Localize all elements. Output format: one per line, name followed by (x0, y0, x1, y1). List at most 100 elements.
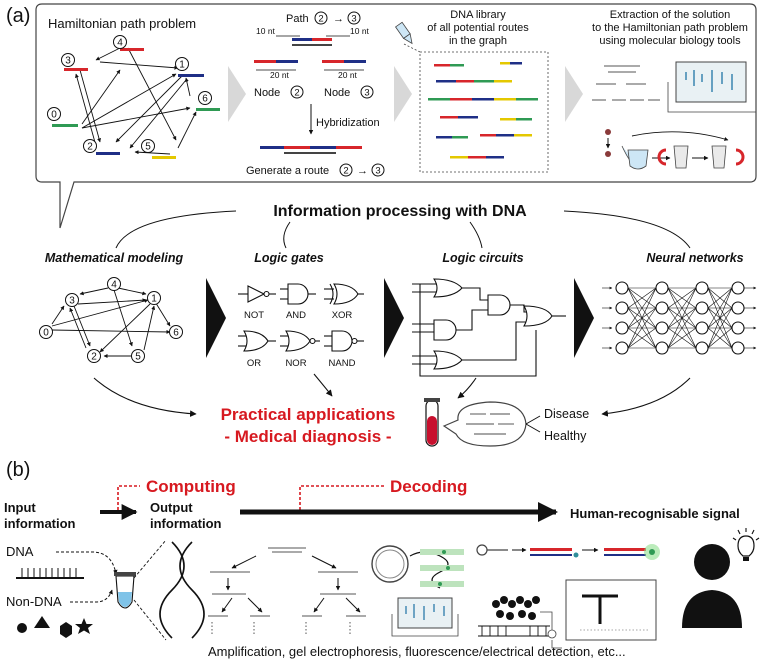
bottom-caption: Amplification, gel electrophoresis, fluo… (208, 644, 626, 659)
svg-text:3: 3 (364, 88, 369, 99)
step-chevron-2 (394, 66, 412, 122)
neural-network (602, 281, 757, 355)
input-info-line2: information (4, 516, 76, 531)
svg-text:1: 1 (151, 294, 157, 305)
hamiltonian-title: Hamiltonian path problem (48, 16, 196, 31)
gel-box-icon (391, 597, 459, 637)
category-neural-networks: Neural networks (646, 251, 743, 265)
svg-text:6: 6 (173, 328, 179, 339)
nn-connection (707, 287, 733, 349)
svg-text:XOR: XOR (332, 310, 353, 321)
hamiltonian-graph (75, 47, 197, 155)
branch-line-circuits (469, 221, 483, 249)
nn-neuron (731, 341, 745, 355)
zoom-lines (133, 539, 167, 641)
nn-neuron (695, 281, 709, 295)
computing-connector (117, 485, 140, 510)
arrow-model-to-apps (93, 377, 197, 417)
svg-text:Path: Path (286, 13, 309, 25)
graph-node-labels: 0 3 4 1 6 5 2 (47, 35, 212, 153)
svg-text:3: 3 (375, 166, 380, 177)
svg-text:DNA library: DNA library (450, 9, 506, 21)
svg-text:2: 2 (294, 88, 299, 99)
decoding-label: Decoding (390, 477, 467, 496)
output-info-line1: Output (150, 500, 193, 515)
svg-text:3: 3 (69, 296, 75, 307)
svg-text:Node: Node (324, 87, 350, 99)
step-chevron-1 (228, 66, 246, 122)
outcome-disease: Disease (544, 407, 589, 421)
svg-text:2: 2 (343, 166, 348, 177)
nn-connection (627, 327, 657, 349)
svg-text:NOT: NOT (244, 310, 264, 321)
nn-neuron (695, 301, 709, 315)
nn-neuron (615, 321, 629, 335)
svg-text:20 nt: 20 nt (338, 70, 358, 80)
nn-neuron (731, 301, 745, 315)
panel-a-label: (a) (6, 5, 30, 27)
svg-text:Generate a route: Generate a route (246, 165, 329, 177)
step-chevron-3 (565, 66, 583, 122)
nn-neuron (615, 301, 629, 315)
output-info-line2: information (150, 516, 222, 531)
svg-text:5: 5 (135, 352, 141, 363)
svg-text:in the graph: in the graph (449, 35, 507, 47)
input-info-line1: Input (4, 500, 36, 515)
nn-neuron (655, 341, 669, 355)
nanopore-detection-icon (478, 579, 657, 649)
svg-text:NAND: NAND (329, 358, 356, 369)
svg-text:to the Hamiltonian path proble: to the Hamiltonian path problem (592, 22, 748, 34)
svg-text:4: 4 (111, 280, 117, 291)
svg-text:of all potential routes: of all potential routes (427, 22, 529, 34)
nn-neuron (655, 321, 669, 335)
svg-text:0: 0 (43, 328, 49, 339)
nn-neuron (615, 341, 629, 355)
outcome-healthy: Healthy (544, 429, 587, 443)
molecular-beacon-icon (476, 544, 660, 560)
svg-text:→: → (333, 13, 344, 25)
nn-neuron (655, 301, 669, 315)
nn-connection (707, 327, 733, 349)
svg-text:Node: Node (254, 87, 280, 99)
nn-neuron (731, 321, 745, 335)
svg-text:NOR: NOR (285, 358, 306, 369)
svg-text:2: 2 (318, 14, 323, 25)
branch-line-gates (283, 221, 291, 249)
nn-connection (667, 307, 697, 349)
decoding-connector (299, 485, 384, 510)
diagnosis-bubble (442, 401, 541, 447)
nn-neuron (695, 341, 709, 355)
double-helix-icon (159, 541, 205, 639)
nn-connection (667, 287, 697, 309)
nondna-to-tube-line (70, 589, 113, 603)
input-dna-label: DNA (6, 544, 34, 559)
nn-connection (627, 287, 657, 309)
person-idea-icon (682, 528, 760, 628)
panel-b-label: (b) (6, 459, 30, 481)
svg-text:6: 6 (202, 94, 208, 105)
svg-text:10 nt: 10 nt (256, 26, 276, 36)
path-construction: Path 2 → 3 10 nt 10 nt 20 nt 20 nt Node … (246, 11, 385, 177)
svg-text:using molecular biology tools: using molecular biology tools (599, 35, 741, 47)
svg-text:3: 3 (65, 56, 71, 67)
svg-text:4: 4 (117, 38, 123, 49)
blood-sample-tube (424, 398, 440, 447)
branch-line-left (115, 210, 237, 249)
arrow-gates-to-apps (313, 373, 333, 397)
progression-chevron-1 (206, 278, 226, 358)
medical-diagnosis: - Medical diagnosis - (224, 427, 391, 446)
svg-text:20 nt: 20 nt (270, 70, 290, 80)
svg-text:10 nt: 10 nt (350, 26, 370, 36)
category-logic-gates: Logic gates (254, 251, 324, 265)
nn-neuron (731, 281, 745, 295)
nn-neuron (655, 281, 669, 295)
svg-text:Extraction of the solution: Extraction of the solution (610, 9, 730, 21)
nn-neuron (615, 281, 629, 295)
progression-chevron-2 (384, 278, 404, 358)
svg-text:OR: OR (247, 358, 261, 369)
sample-tube-icon (114, 572, 136, 609)
category-mathematical-modeling: Mathematical modeling (45, 251, 184, 265)
nn-connection (707, 287, 733, 329)
nn-connection (707, 287, 733, 309)
